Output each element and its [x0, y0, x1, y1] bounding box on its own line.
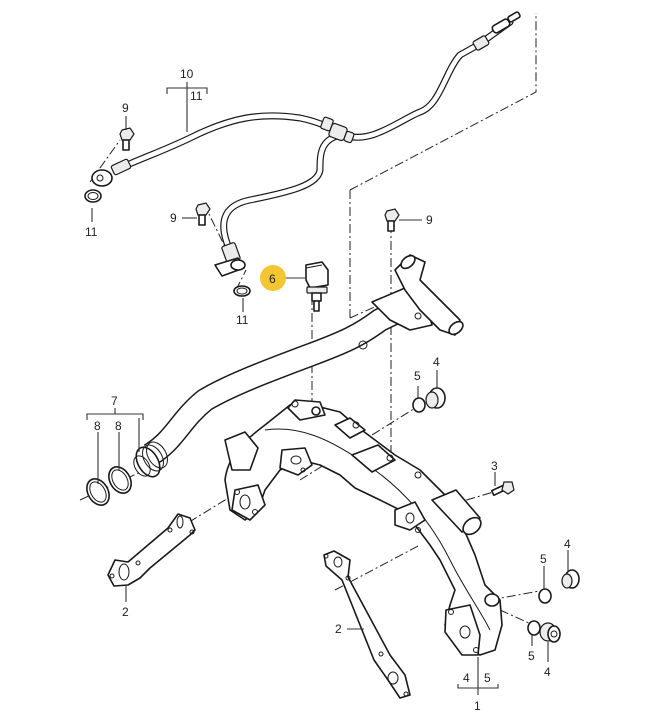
- bolt-3: [490, 481, 515, 497]
- callout-3[interactable]: 3: [491, 459, 498, 473]
- callout-6[interactable]: 6: [269, 272, 276, 286]
- plug-4-upper: [425, 387, 446, 409]
- seal-5-upper: [412, 397, 426, 413]
- callout-8-left[interactable]: 8: [94, 419, 101, 433]
- callout-9-left[interactable]: 9: [122, 101, 129, 115]
- callout-5-bracket[interactable]: 5: [484, 671, 491, 685]
- coolant-pipe: [133, 254, 464, 478]
- coolant-hose-assembly: [91, 11, 521, 277]
- o-ring-8-right: [108, 466, 132, 494]
- callout-9-right[interactable]: 9: [426, 213, 433, 227]
- plug-4-right-upper: [561, 569, 580, 589]
- o-ring-11-left: [84, 189, 102, 203]
- callout-4-bracket[interactable]: 4: [463, 671, 470, 685]
- callout-highlight-6: [260, 265, 286, 291]
- gasket-2-left: [107, 513, 196, 587]
- assembly-boundary-lines: [79, 13, 546, 629]
- coolant-manifold-1: [224, 399, 503, 656]
- callout-9-mid[interactable]: 9: [170, 211, 177, 225]
- seal-5-right-lower: [527, 620, 541, 636]
- bolt-9-mid: [195, 202, 211, 226]
- o-ring-11-mid: [233, 285, 251, 297]
- callout-4-right-lower[interactable]: 4: [544, 665, 551, 679]
- callout-1[interactable]: 1: [474, 699, 481, 713]
- seal-5-right-upper: [538, 588, 552, 604]
- bolt-9-right: [384, 208, 400, 232]
- o-ring-8-left: [86, 478, 110, 506]
- callout-5-upper[interactable]: 5: [414, 369, 421, 383]
- callout-7[interactable]: 7: [111, 394, 118, 408]
- callout-5-right-upper[interactable]: 5: [540, 552, 547, 566]
- gasket-2-right: [323, 550, 411, 699]
- bolt-9-left: [119, 127, 135, 151]
- callout-4-upper[interactable]: 4: [433, 355, 440, 369]
- callout-8-right[interactable]: 8: [115, 419, 122, 433]
- leader-lines: [86, 82, 569, 695]
- callout-5-right-lower[interactable]: 5: [528, 649, 535, 663]
- callout-2-right[interactable]: 2: [335, 622, 342, 636]
- callout-4-right-upper[interactable]: 4: [564, 537, 571, 551]
- callout-labels[interactable]: 10 11 9 11 9 11 9 6 7 8 8 5 4 3 2 2 5 4 …: [85, 67, 571, 713]
- callout-11-left[interactable]: 11: [85, 225, 98, 239]
- plug-4-right-lower: [539, 622, 561, 643]
- callout-10[interactable]: 10: [180, 67, 194, 81]
- callout-11-mid[interactable]: 11: [236, 313, 249, 327]
- callout-2-left[interactable]: 2: [122, 605, 129, 619]
- callout-11-hose[interactable]: 11: [190, 89, 203, 103]
- temperature-sensor-6: [305, 261, 329, 312]
